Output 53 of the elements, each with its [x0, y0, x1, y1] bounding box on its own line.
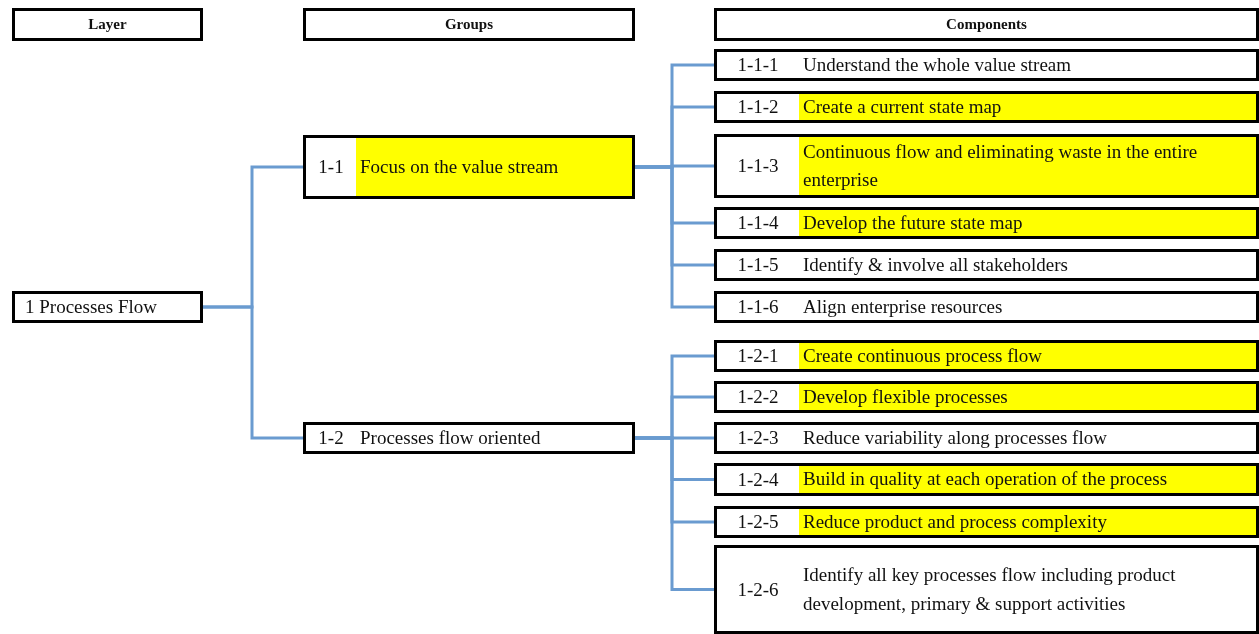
header-text: Components: [946, 16, 1027, 33]
connector-line: [635, 165, 714, 309]
item-text: Processes flow oriented: [360, 425, 541, 450]
item-box: [714, 506, 1259, 538]
item-box: [714, 340, 1259, 372]
item-number: 1-1-4: [737, 212, 779, 234]
column-header-box: [303, 8, 635, 41]
item-box: [303, 135, 635, 199]
item-number: 1-1-5: [737, 254, 779, 276]
column-header-box: [12, 8, 203, 41]
header-text: Groups: [444, 16, 494, 33]
item-number: 1-1-2: [737, 96, 779, 118]
item-text: 1 Processes Flow: [25, 294, 157, 319]
item-text: Identify all key processes flow including product development, primary & support activities: [803, 563, 1177, 616]
item-number: 1-2: [318, 427, 344, 449]
item-text: Focus on the value stream: [360, 154, 559, 179]
item-box: [714, 381, 1259, 413]
item-box: [714, 207, 1259, 239]
item-text: Reduce variability along processes flow: [803, 425, 1107, 450]
connector-line: [203, 305, 303, 440]
column-header-box: [714, 8, 1259, 41]
item-text: Develop flexible processes: [803, 384, 1008, 409]
item-number: 1-1: [318, 156, 344, 178]
item-box: [303, 422, 635, 454]
item-number: 1-2-3: [737, 427, 779, 449]
item-text: Identify & involve all stakeholders: [803, 252, 1068, 277]
item-box: [714, 91, 1259, 123]
item-number: 1-2-1: [737, 345, 779, 367]
connector-line: [635, 436, 714, 591]
item-text: Create continuous process flow: [803, 343, 1043, 368]
item-box: [714, 134, 1259, 198]
item-number: 1-1-1: [737, 54, 779, 76]
item-number: 1-2-5: [737, 511, 779, 533]
item-number: 1-1-3: [737, 155, 779, 177]
item-box: [12, 291, 203, 323]
item-box: [714, 291, 1259, 323]
item-box: [714, 249, 1259, 281]
item-number: 1-2-4: [737, 468, 779, 491]
item-box: [714, 49, 1259, 81]
item-number: 1-2-2: [737, 386, 779, 408]
item-text: Reduce product and process complexity: [803, 509, 1107, 534]
item-number: 1-1-6: [737, 296, 779, 318]
item-text: Understand the whole value stream: [803, 52, 1072, 77]
item-text: Develop the future state map: [803, 210, 1023, 235]
item-box: [714, 545, 1259, 634]
item-number: 1-2-6: [737, 578, 779, 601]
item-text: Align enterprise resources: [803, 294, 1003, 319]
item-box: [714, 463, 1259, 496]
header-text: Layer: [88, 16, 127, 33]
item-text: Continuous flow and eliminating waste in the entire enterprise: [803, 139, 1199, 192]
item-text: Create a current state map: [803, 94, 1002, 119]
item-box: [714, 422, 1259, 454]
item-text: Build in quality at each operation of the process: [803, 467, 1168, 492]
